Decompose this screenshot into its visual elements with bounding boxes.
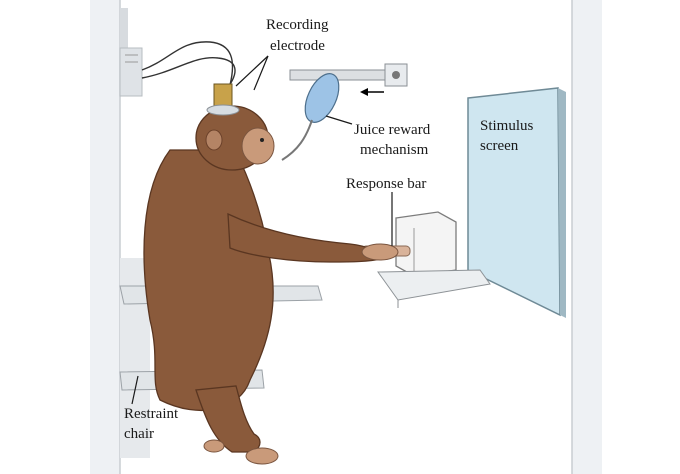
right-frame-post [572,0,602,474]
label-recording: Recording [266,17,329,33]
electrode-pointer-1 [236,56,268,86]
monkey-body [144,150,273,410]
juice-arrow-head [360,88,368,96]
monkey-foot [246,448,278,464]
label-electrode: electrode [270,38,325,54]
juice-rail [290,70,400,80]
left-frame-post [90,0,120,474]
electrode-base [207,105,239,115]
label-stimulus: Stimulus [480,118,534,134]
monkey-eye [260,138,264,142]
top-bracket [120,8,128,48]
monkey [144,84,398,464]
label-juice-reward: Juice reward [354,122,431,138]
label-screen: screen [480,138,519,154]
response-box [396,212,456,276]
label-response-bar: Response bar [346,176,426,192]
label-chair: chair [124,426,154,442]
monkey-foot-left [204,440,224,452]
monkey-face [242,128,274,164]
juice-motor-knob [392,71,400,79]
label-restraint: Restraint [124,406,179,422]
juice-pointer [326,116,352,124]
electrode-pointer-2 [254,56,268,90]
label-mechanism: mechanism [360,142,429,158]
monkey-hand [362,244,398,260]
juice-tube [282,120,312,160]
monkey-ear [206,130,222,150]
response-platform [378,270,490,300]
electrode-cables [142,42,235,90]
